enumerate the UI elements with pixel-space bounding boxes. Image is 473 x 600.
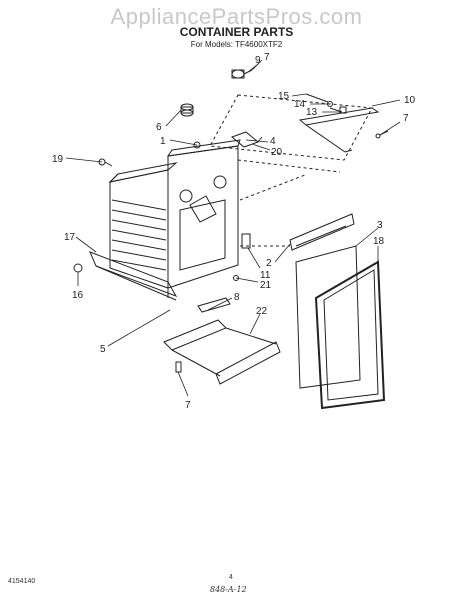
screw-bottom-part: [175, 361, 182, 373]
callout-label: 7: [185, 400, 191, 411]
footer-code: 4154140: [8, 578, 36, 585]
rear-bracket-part: [209, 94, 380, 161]
callout-label: 14: [294, 99, 306, 110]
door-panel-part: [295, 245, 361, 389]
watermark: AppliancePartsPros.com: [110, 4, 363, 29]
leader-lines: [65, 59, 401, 397]
knob-part: [180, 103, 194, 117]
top-hardware-part: [231, 69, 389, 139]
diagram-title: CONTAINER PARTS: [179, 25, 294, 39]
callout-label: 16: [72, 290, 84, 301]
callout-label: 4: [270, 136, 276, 147]
callout-label: 19: [52, 154, 64, 165]
callout-label: 7: [403, 113, 409, 124]
alignment-lines: [237, 159, 341, 247]
callout-label: 5: [100, 344, 106, 355]
handle-assembly-part: [231, 131, 263, 148]
callout-label: 7: [264, 52, 270, 63]
callout-labels: 9 7 10 15 14 13 7 6 1 4 20 19 3 18 2 17 …: [52, 52, 416, 411]
screw-16-part: [73, 263, 83, 273]
diagram-subtitle: For Models: TF4600XTF2: [190, 40, 283, 49]
callout-label: 2: [266, 258, 272, 269]
footer-handwritten-note: 848-A-12: [210, 585, 247, 594]
callout-label: 13: [306, 107, 318, 118]
screw-19-part: [98, 158, 113, 167]
container-housing: [89, 139, 241, 301]
callout-label: 21: [260, 280, 272, 291]
callout-label: 22: [256, 306, 268, 317]
callout-label: 1: [160, 136, 166, 147]
door-gasket-part: [314, 260, 386, 410]
callout-label: 6: [156, 122, 162, 133]
callout-label: 3: [377, 220, 383, 231]
trim-strip-part: [289, 213, 355, 251]
callout-label: 10: [404, 95, 416, 106]
callout-label: 9: [255, 55, 261, 66]
callout-label: 11: [260, 270, 271, 281]
callout-label: 18: [373, 236, 385, 247]
callout-label: 17: [64, 232, 76, 243]
callout-label: 20: [271, 147, 283, 158]
screw-part: [193, 141, 201, 149]
clip-part: [233, 233, 251, 281]
footer-page-number: 4: [229, 574, 233, 581]
callout-label: 15: [278, 91, 290, 102]
bottom-tray-part: [163, 297, 281, 385]
callout-label: 8: [234, 292, 240, 303]
